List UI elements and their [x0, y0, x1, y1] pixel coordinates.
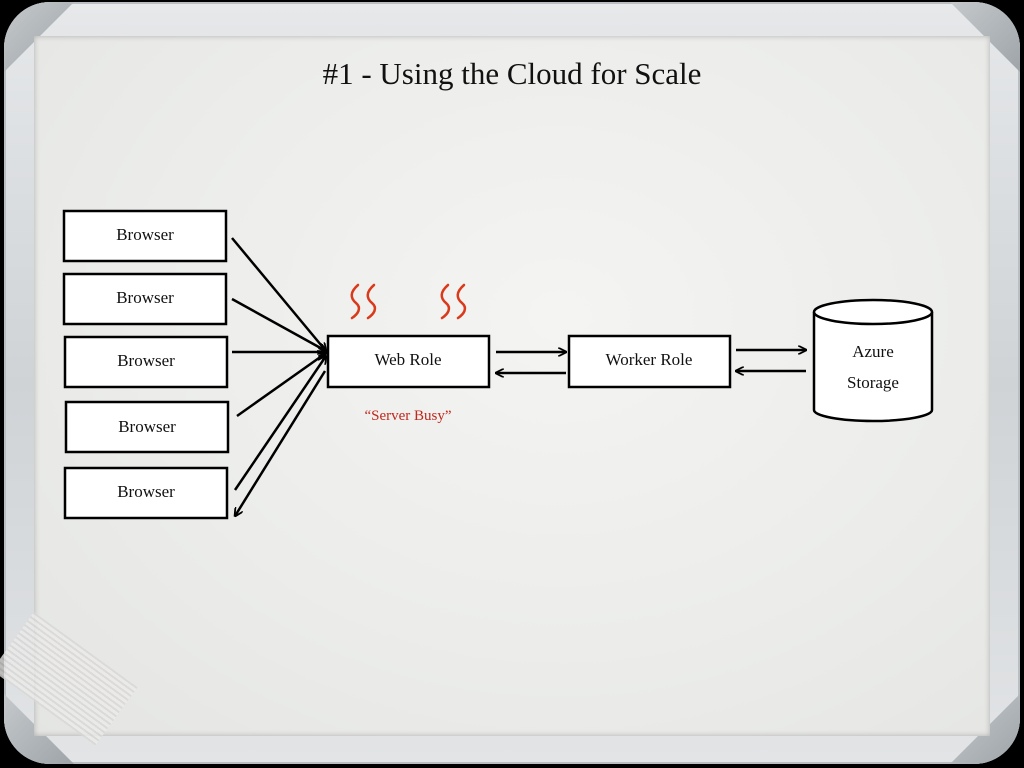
heat-waves-icon: [350, 283, 467, 320]
browser-node-4: Browser: [64, 400, 230, 454]
browser-label: Browser: [116, 288, 174, 307]
arrow-browser4-to-webrole: [236, 353, 326, 418]
storage-label-line1: Azure: [852, 342, 894, 361]
browser-label: Browser: [117, 351, 175, 370]
arrow-webrole-to-browser5: [235, 370, 327, 516]
arrow-browser2-to-webrole: [231, 297, 326, 351]
server-busy-note: “Server Busy”: [364, 408, 451, 424]
web-role-node: Web Role: [326, 334, 491, 389]
browser-node-3: Browser: [63, 335, 229, 389]
browser-label: Browser: [118, 417, 176, 436]
browser-label: Browser: [116, 225, 174, 244]
browser-label: Browser: [117, 482, 175, 501]
browser-node-2: Browser: [62, 272, 228, 326]
arrow-browser1-to-webrole: [231, 237, 326, 351]
web-role-label: Web Role: [374, 350, 441, 369]
browser-node-5: Browser: [63, 466, 229, 520]
slide-title: #1 - Using the Cloud for Scale: [322, 56, 702, 91]
browser-node-1: Browser: [62, 209, 228, 263]
worker-role-label: Worker Role: [606, 350, 693, 369]
worker-role-node: Worker Role: [567, 334, 732, 389]
storage-label-line2: Storage: [847, 373, 899, 392]
azure-storage-cylinder: Azure Storage: [812, 298, 934, 423]
arrow-browser5-to-webrole: [233, 356, 326, 491]
